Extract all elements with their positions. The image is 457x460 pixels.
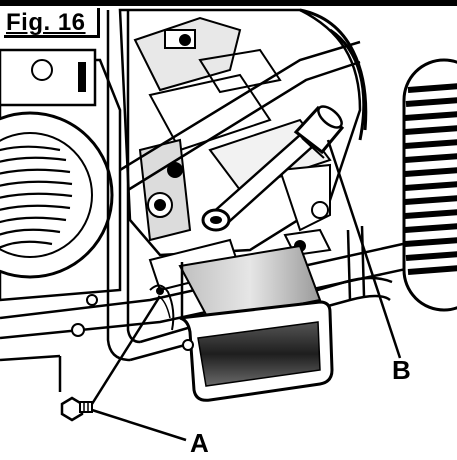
- oil-dipstick-cap: [293, 105, 345, 159]
- leader-line-b: [326, 139, 402, 359]
- leader-line-a: [91, 408, 187, 442]
- wheel: [402, 58, 457, 312]
- callout-a-label: A: [190, 428, 209, 458]
- fasteners: [71, 294, 194, 351]
- oil-drain-pan: [178, 244, 334, 402]
- top-rule: [0, 0, 457, 6]
- leader-lines: [90, 139, 402, 442]
- alternator-housing: [299, 8, 368, 141]
- tubular-frame: [106, 10, 393, 362]
- leader-line-a-plug: [90, 295, 162, 405]
- recoil-housing: [0, 48, 114, 279]
- drain-bolt: [60, 396, 93, 422]
- figure-label: Fig. 16: [4, 8, 100, 38]
- oil-filler-tube: [201, 105, 345, 232]
- callout-b-label: B: [392, 355, 411, 385]
- engine-details: [133, 16, 332, 292]
